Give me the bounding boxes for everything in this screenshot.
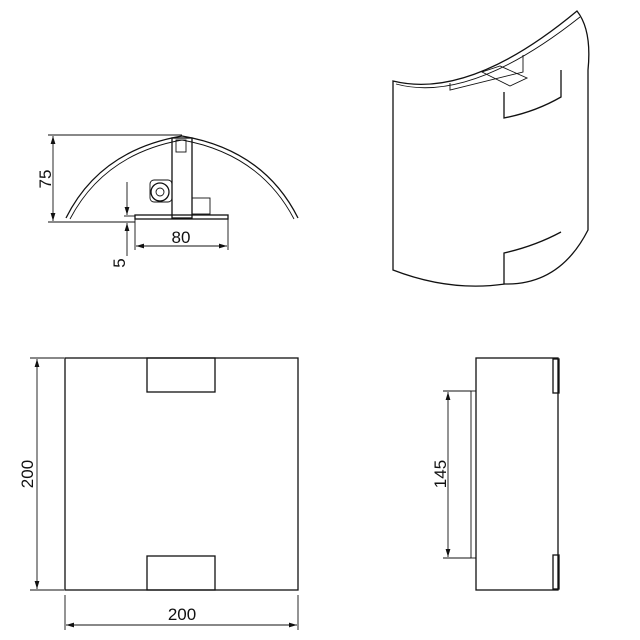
- shade-top-edge: [395, 16, 581, 89]
- bracket-plate: [480, 65, 529, 87]
- shade-body: [392, 10, 590, 287]
- shade-arc-outer: [65, 135, 299, 219]
- socket-housing: [149, 179, 173, 203]
- bracket-screw: [175, 139, 187, 153]
- dim-145-label: 145: [431, 460, 450, 488]
- terminal-block: [191, 197, 211, 215]
- isometric-view: [392, 10, 590, 287]
- side-tab-bottom: [552, 554, 560, 590]
- side-view: 145: [431, 357, 560, 591]
- base-plate: [134, 214, 229, 220]
- side-tab-top: [552, 358, 560, 394]
- lamp-socket: [150, 182, 170, 202]
- dim-75-label: 75: [36, 170, 55, 189]
- iso-tab-bottom: [503, 231, 562, 284]
- mount-bracket: [171, 137, 193, 219]
- dim-80-label: 80: [172, 228, 191, 247]
- dim-5-label: 5: [110, 258, 129, 267]
- top-view: 75 80 5: [36, 134, 299, 268]
- side-wall-plate: [470, 390, 477, 559]
- front-tab-bottom: [146, 555, 216, 591]
- front-tab-top: [146, 357, 216, 393]
- socket-center: [155, 187, 165, 197]
- bracket-outline: [449, 55, 524, 91]
- side-body: [475, 357, 559, 591]
- front-view: 200 200: [18, 357, 299, 630]
- dim-200h-label: 200: [18, 460, 37, 488]
- dim-200w-label: 200: [168, 605, 196, 624]
- iso-tab-top: [503, 70, 562, 119]
- front-panel: [64, 357, 299, 591]
